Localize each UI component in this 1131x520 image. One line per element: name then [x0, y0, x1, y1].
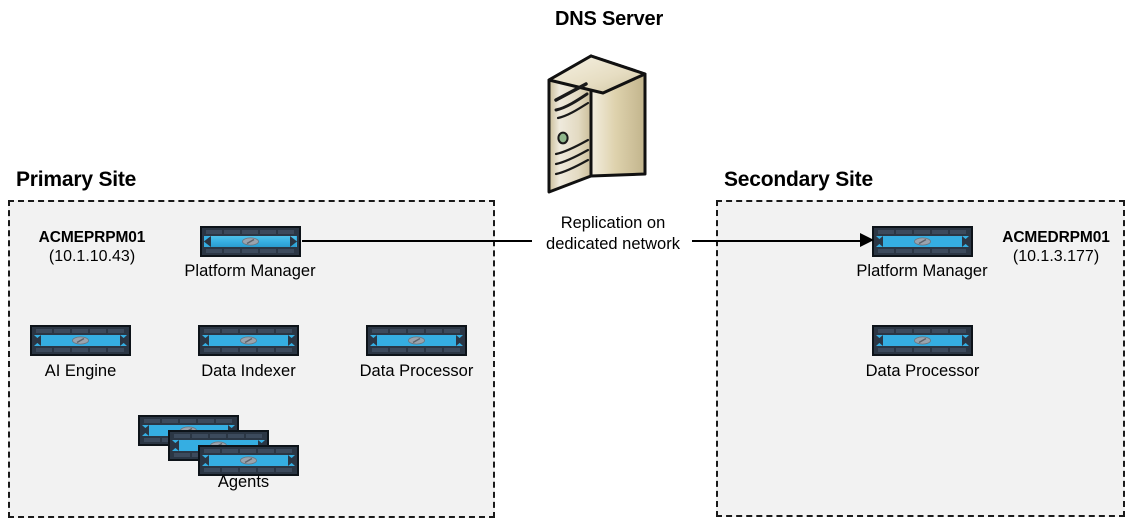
secondary-host-label: ACMEDRPM01 (10.1.3.177) — [992, 228, 1120, 267]
primary-platform-manager-label: Platform Manager — [184, 262, 316, 280]
primary-data-processor-label: Data Processor — [359, 362, 474, 380]
replication-line-right — [688, 240, 866, 242]
secondary-platform-manager-label: Platform Manager — [856, 262, 988, 280]
dns-server-title: DNS Server — [554, 8, 664, 30]
primary-platform-manager-icon[interactable] — [200, 226, 301, 257]
primary-agents-stack-icon[interactable] — [138, 415, 299, 485]
secondary-data-processor-icon[interactable] — [872, 325, 973, 356]
arrow-right-icon — [860, 233, 874, 247]
replication-label-line1: Replication on — [560, 214, 666, 232]
secondary-host-ip: (10.1.3.177) — [1012, 248, 1100, 266]
primary-site-title: Primary Site — [16, 168, 137, 191]
replication-label: Replication on dedicated network — [534, 213, 692, 255]
tower-server-icon — [546, 48, 648, 194]
primary-data-indexer-icon[interactable] — [198, 325, 299, 356]
primary-agents-label: Agents — [217, 473, 270, 491]
primary-ai-engine-label: AI Engine — [44, 362, 117, 380]
primary-data-processor-icon[interactable] — [366, 325, 467, 356]
primary-data-indexer-label: Data Indexer — [201, 362, 296, 380]
secondary-host-name: ACMEDRPM01 — [1002, 229, 1110, 246]
agent-appliance-icon-3 — [198, 445, 299, 476]
replication-line-left — [302, 240, 532, 242]
primary-ai-engine-icon[interactable] — [30, 325, 131, 356]
primary-host-ip: (10.1.10.43) — [48, 248, 136, 266]
primary-host-label: ACMEPRPM01 (10.1.10.43) — [28, 228, 156, 267]
secondary-data-processor-label: Data Processor — [865, 362, 980, 380]
replication-label-line2: dedicated network — [546, 234, 680, 253]
secondary-platform-manager-icon[interactable] — [872, 226, 973, 257]
primary-host-name: ACMEPRPM01 — [38, 229, 146, 246]
secondary-site-title: Secondary Site — [724, 168, 873, 191]
